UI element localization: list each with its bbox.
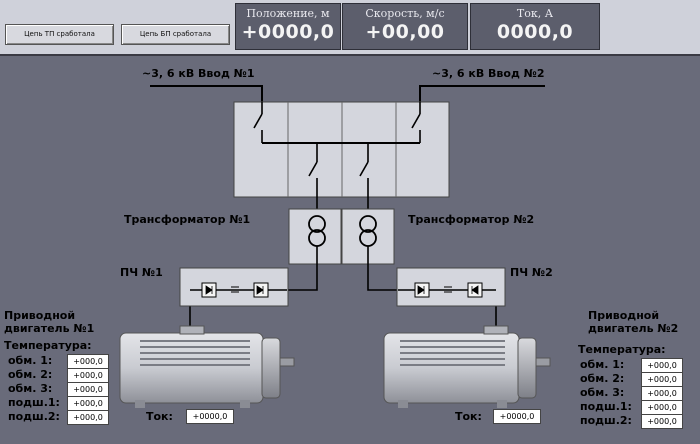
motor-1-title-line1: Приводной bbox=[4, 309, 76, 322]
input-2-label: ~3, 6 кВ Ввод №2 bbox=[432, 67, 545, 80]
switchgear bbox=[233, 101, 450, 210]
current-title: Ток, А bbox=[516, 7, 554, 20]
motor-1-temp-label: обм. 1: bbox=[8, 354, 53, 367]
bp-circuit-tripped-button[interactable]: Цепь БП сработала bbox=[121, 24, 230, 45]
status-bar: Цепь ТП сработала Цепь БП сработала Поло… bbox=[0, 0, 700, 56]
motor-2-temp-label: обм. 2: bbox=[580, 372, 625, 385]
motor-1-title-line2: двигатель №1 bbox=[4, 322, 95, 335]
transformer-1 bbox=[288, 208, 342, 265]
position-value: +0000,0 bbox=[241, 21, 335, 43]
motor-1-current-label: Ток: bbox=[146, 410, 173, 423]
motor-1-winding-2-value: +000,0 bbox=[67, 368, 109, 383]
feeder-breaker-1 bbox=[308, 161, 318, 177]
converter-2-label: ПЧ №2 bbox=[510, 266, 553, 279]
input-line-1 bbox=[150, 85, 263, 102]
motor-2-current-label: Ток: bbox=[455, 410, 482, 423]
motor-2-winding-2-value: +000,0 bbox=[641, 372, 683, 387]
motor-2-temperature-title: Температура: bbox=[578, 343, 666, 356]
input-breaker-2 bbox=[411, 113, 421, 129]
speed-value: +00,00 bbox=[365, 21, 445, 43]
motor-2-bearing-1-value: +000,0 bbox=[641, 400, 683, 415]
motor-1-temp-label: обм. 2: bbox=[8, 368, 53, 381]
position-panel: Положение, м +0000,0 bbox=[235, 3, 341, 50]
motor-2-current-value: +0000,0 bbox=[493, 409, 541, 424]
motor-1-bearing-1-value: +000,0 bbox=[67, 396, 109, 411]
input-line-2 bbox=[419, 85, 545, 102]
motor-2-temp-label: обм. 3: bbox=[580, 386, 625, 399]
feeder-breaker-2 bbox=[359, 161, 369, 177]
current-panel: Ток, А 0000,0 bbox=[470, 3, 600, 50]
motor-2-temp-label: подш.2: bbox=[580, 414, 632, 427]
transformer-2 bbox=[341, 208, 395, 265]
frequency-converter-1 bbox=[179, 267, 289, 307]
motor-1-temp-label: подш.1: bbox=[8, 396, 60, 409]
motor-2-title-line2: двигатель №2 bbox=[588, 322, 679, 335]
motor-1-current-value: +0000,0 bbox=[186, 409, 234, 424]
motor-1-icon bbox=[119, 325, 295, 408]
motor-2-temp-label: обм. 1: bbox=[580, 358, 625, 371]
motor-1-temp-label: обм. 3: bbox=[8, 382, 53, 395]
motor-1-winding-1-value: +000,0 bbox=[67, 354, 109, 369]
input-breaker-1 bbox=[253, 113, 263, 129]
speed-title: Скорость, м/с bbox=[365, 7, 445, 20]
input-1-label: ~3, 6 кВ Ввод №1 bbox=[142, 67, 255, 80]
motor-2-temp-label: подш.1: bbox=[580, 400, 632, 413]
current-value: 0000,0 bbox=[496, 21, 574, 43]
motor-1-bearing-2-value: +000,0 bbox=[67, 410, 109, 425]
converter-1-label: ПЧ №1 bbox=[120, 266, 163, 279]
motor-1-temperature-title: Температура: bbox=[4, 339, 92, 352]
position-title: Положение, м bbox=[246, 7, 330, 20]
motor-2-winding-1-value: +000,0 bbox=[641, 358, 683, 373]
transformer-2-label: Трансформатор №2 bbox=[408, 213, 535, 226]
motor-2-winding-3-value: +000,0 bbox=[641, 386, 683, 401]
frequency-converter-2 bbox=[396, 267, 506, 307]
tp-circuit-tripped-button[interactable]: Цепь ТП сработала bbox=[5, 24, 114, 45]
motor-1-winding-3-value: +000,0 bbox=[67, 382, 109, 397]
motor-1-temp-label: подш.2: bbox=[8, 410, 60, 423]
motor-2-icon bbox=[383, 325, 551, 408]
speed-panel: Скорость, м/с +00,00 bbox=[342, 3, 468, 50]
transformer-1-label: Трансформатор №1 bbox=[124, 213, 251, 226]
motor-2-title-line1: Приводной bbox=[588, 309, 660, 322]
motor-2-bearing-2-value: +000,0 bbox=[641, 414, 683, 429]
